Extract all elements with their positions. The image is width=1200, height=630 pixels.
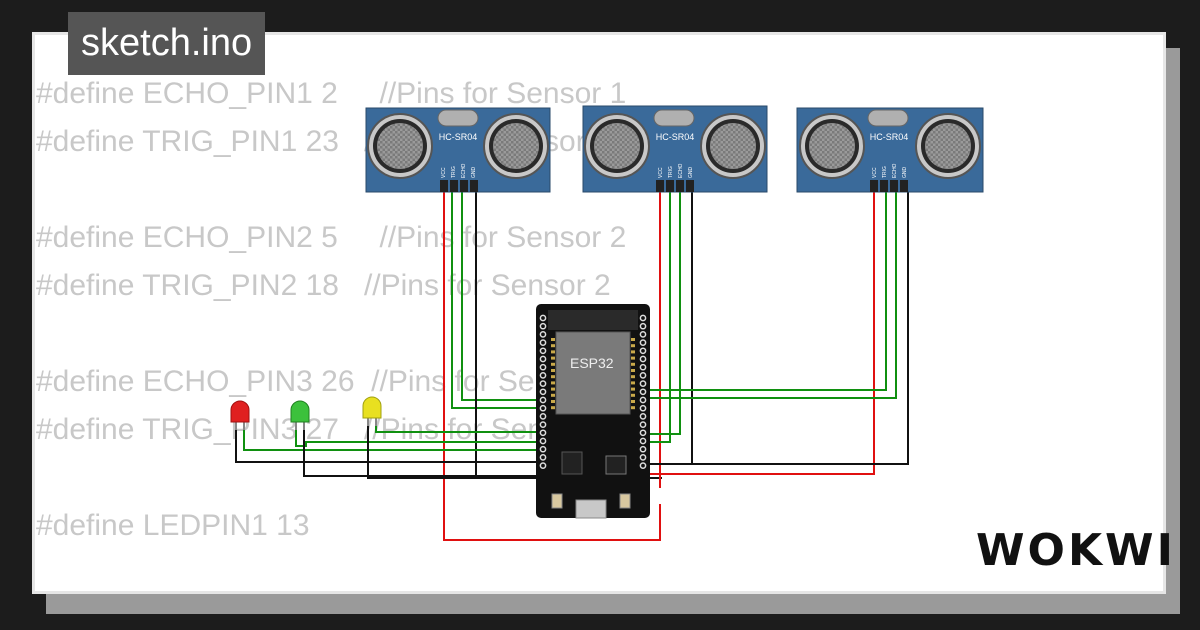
pin-label-echo: ECHO (892, 163, 898, 178)
ultrasonic-sensor-1[interactable]: HC-SR04 VCC TRIG ECHO GND (365, 107, 551, 193)
ultrasonic-sensor-3[interactable]: HC-SR04 VCC TRIG ECHO GND (796, 107, 984, 193)
usb-port (575, 499, 607, 519)
esp32-label: ESP32 (570, 355, 614, 371)
esp32-module-pads (551, 338, 635, 410)
sensor-model-label: HC-SR04 (656, 132, 695, 142)
led-green[interactable] (290, 400, 310, 430)
code-line: #define TRIG_PIN2 18 //Pins for Sensor 2 (36, 269, 611, 302)
wires-sensor-2 (646, 192, 693, 488)
file-name-tag: sketch.ino (68, 12, 266, 75)
pin-label-echo: ECHO (461, 163, 467, 178)
wires-leds (235, 424, 542, 479)
pin-label-vcc: VCC (441, 167, 447, 178)
led-red[interactable] (230, 400, 250, 430)
pin-label-gnd: GND (688, 167, 694, 179)
pin-label-gnd: GND (902, 167, 908, 179)
led-yellow[interactable] (362, 396, 382, 426)
ultrasonic-sensor-2[interactable]: HC-SR04 VCC TRIG ECHO GND (582, 105, 768, 193)
esp32-board[interactable]: ESP32 (536, 304, 650, 519)
sensor-model-label: HC-SR04 (439, 132, 478, 142)
esp32-pins-right (639, 314, 647, 469)
code-line: #define ECHO_PIN1 2 //Pins for Sensor 1 (36, 77, 627, 110)
pin-label-trig: TRIG (668, 166, 674, 178)
code-line: #define LEDPIN1 13 (36, 509, 310, 542)
pin-label-vcc: VCC (658, 167, 664, 178)
wokwi-logo: WOKWI (976, 525, 1176, 576)
esp32-pins-left (539, 314, 547, 469)
pin-label-echo: ECHO (678, 163, 684, 178)
wires-sensor-3 (646, 192, 909, 475)
pin-label-vcc: VCC (872, 167, 878, 178)
code-line: #define ECHO_PIN2 5 //Pins for Sensor 2 (36, 221, 627, 254)
pin-label-gnd: GND (471, 167, 477, 179)
sensor-model-label: HC-SR04 (870, 132, 909, 142)
pin-label-trig: TRIG (451, 166, 457, 178)
pin-label-trig: TRIG (882, 166, 888, 178)
